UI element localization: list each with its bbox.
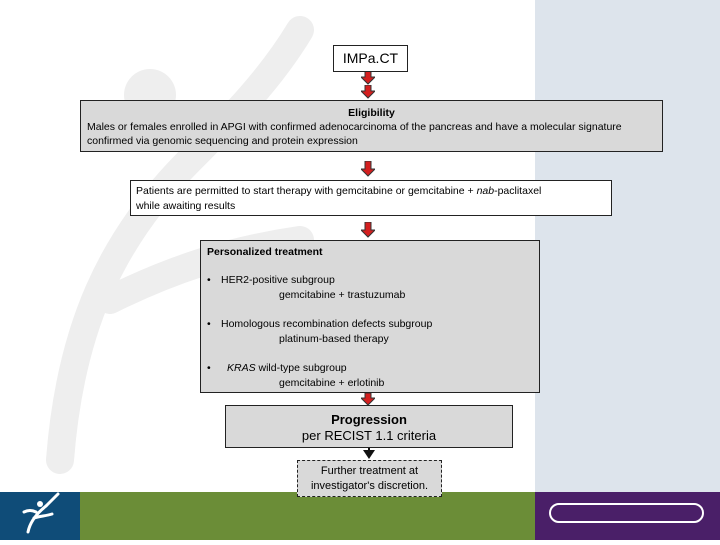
bullet: • [207,318,211,330]
subgroup-therapy: gemcitabine + trastuzumab [279,289,406,301]
progression-text: per RECIST 1.1 criteria [301,428,437,443]
down-arrow-icon [361,161,375,177]
progression-box: Progression per RECIST 1.1 criteria [225,405,513,448]
personalized-heading: Personalized treatment [207,246,323,258]
nab-term: nab [476,185,495,197]
further-line2: investigator's discretion. [310,480,429,492]
start-therapy-box: Patients are permitted to start therapy … [130,180,612,216]
footer-purple-band [535,492,720,540]
further-line1: Further treatment at [320,465,419,477]
further-treatment-box: Further treatment at investigator's disc… [297,460,442,497]
down-arrow-icon [361,393,375,406]
start-therapy-line1: Patients are permitted to start therapy … [136,184,606,199]
footer-green-band [80,492,535,540]
side-panel [535,0,720,492]
progression-heading: Progression [331,412,407,427]
down-arrow-icon [361,85,375,99]
paclitaxel-term: -paclitaxel [494,185,542,197]
bullet: • [207,274,211,286]
subgroup-label: KRAS wild-type subgroup [227,361,347,375]
subgroup-label: HER2-positive subgroup [221,274,335,286]
subgroup-label: Homologous recombination defects subgrou… [221,318,433,330]
page-title: IMPa.CT [333,45,408,72]
down-arrow-icon [361,71,375,85]
footer-bar [0,492,720,540]
start-therapy-text: Patients are permitted to start therapy … [136,185,477,197]
start-therapy-line2: while awaiting results [136,200,236,212]
down-arrow-icon [361,222,375,238]
eligibility-text: Males or females enrolled in APGI with c… [87,121,622,147]
subgroup-therapy: platinum-based therapy [279,333,389,345]
bullet: • [207,362,211,374]
subgroup-label-rest: wild-type subgroup [255,362,347,374]
subgroup-therapy: gemcitabine + erlotinib [279,377,385,389]
logo-area [0,492,80,540]
footer-pill-outline [549,503,704,523]
eligibility-box: Eligibility Males or females enrolled in… [80,100,663,152]
personalized-treatment-box: Personalized treatment • HER2-positive s… [200,240,540,393]
kras-term: KRAS [227,362,256,374]
apgi-figure-logo-icon [22,492,60,534]
eligibility-heading: Eligibility [348,107,395,119]
